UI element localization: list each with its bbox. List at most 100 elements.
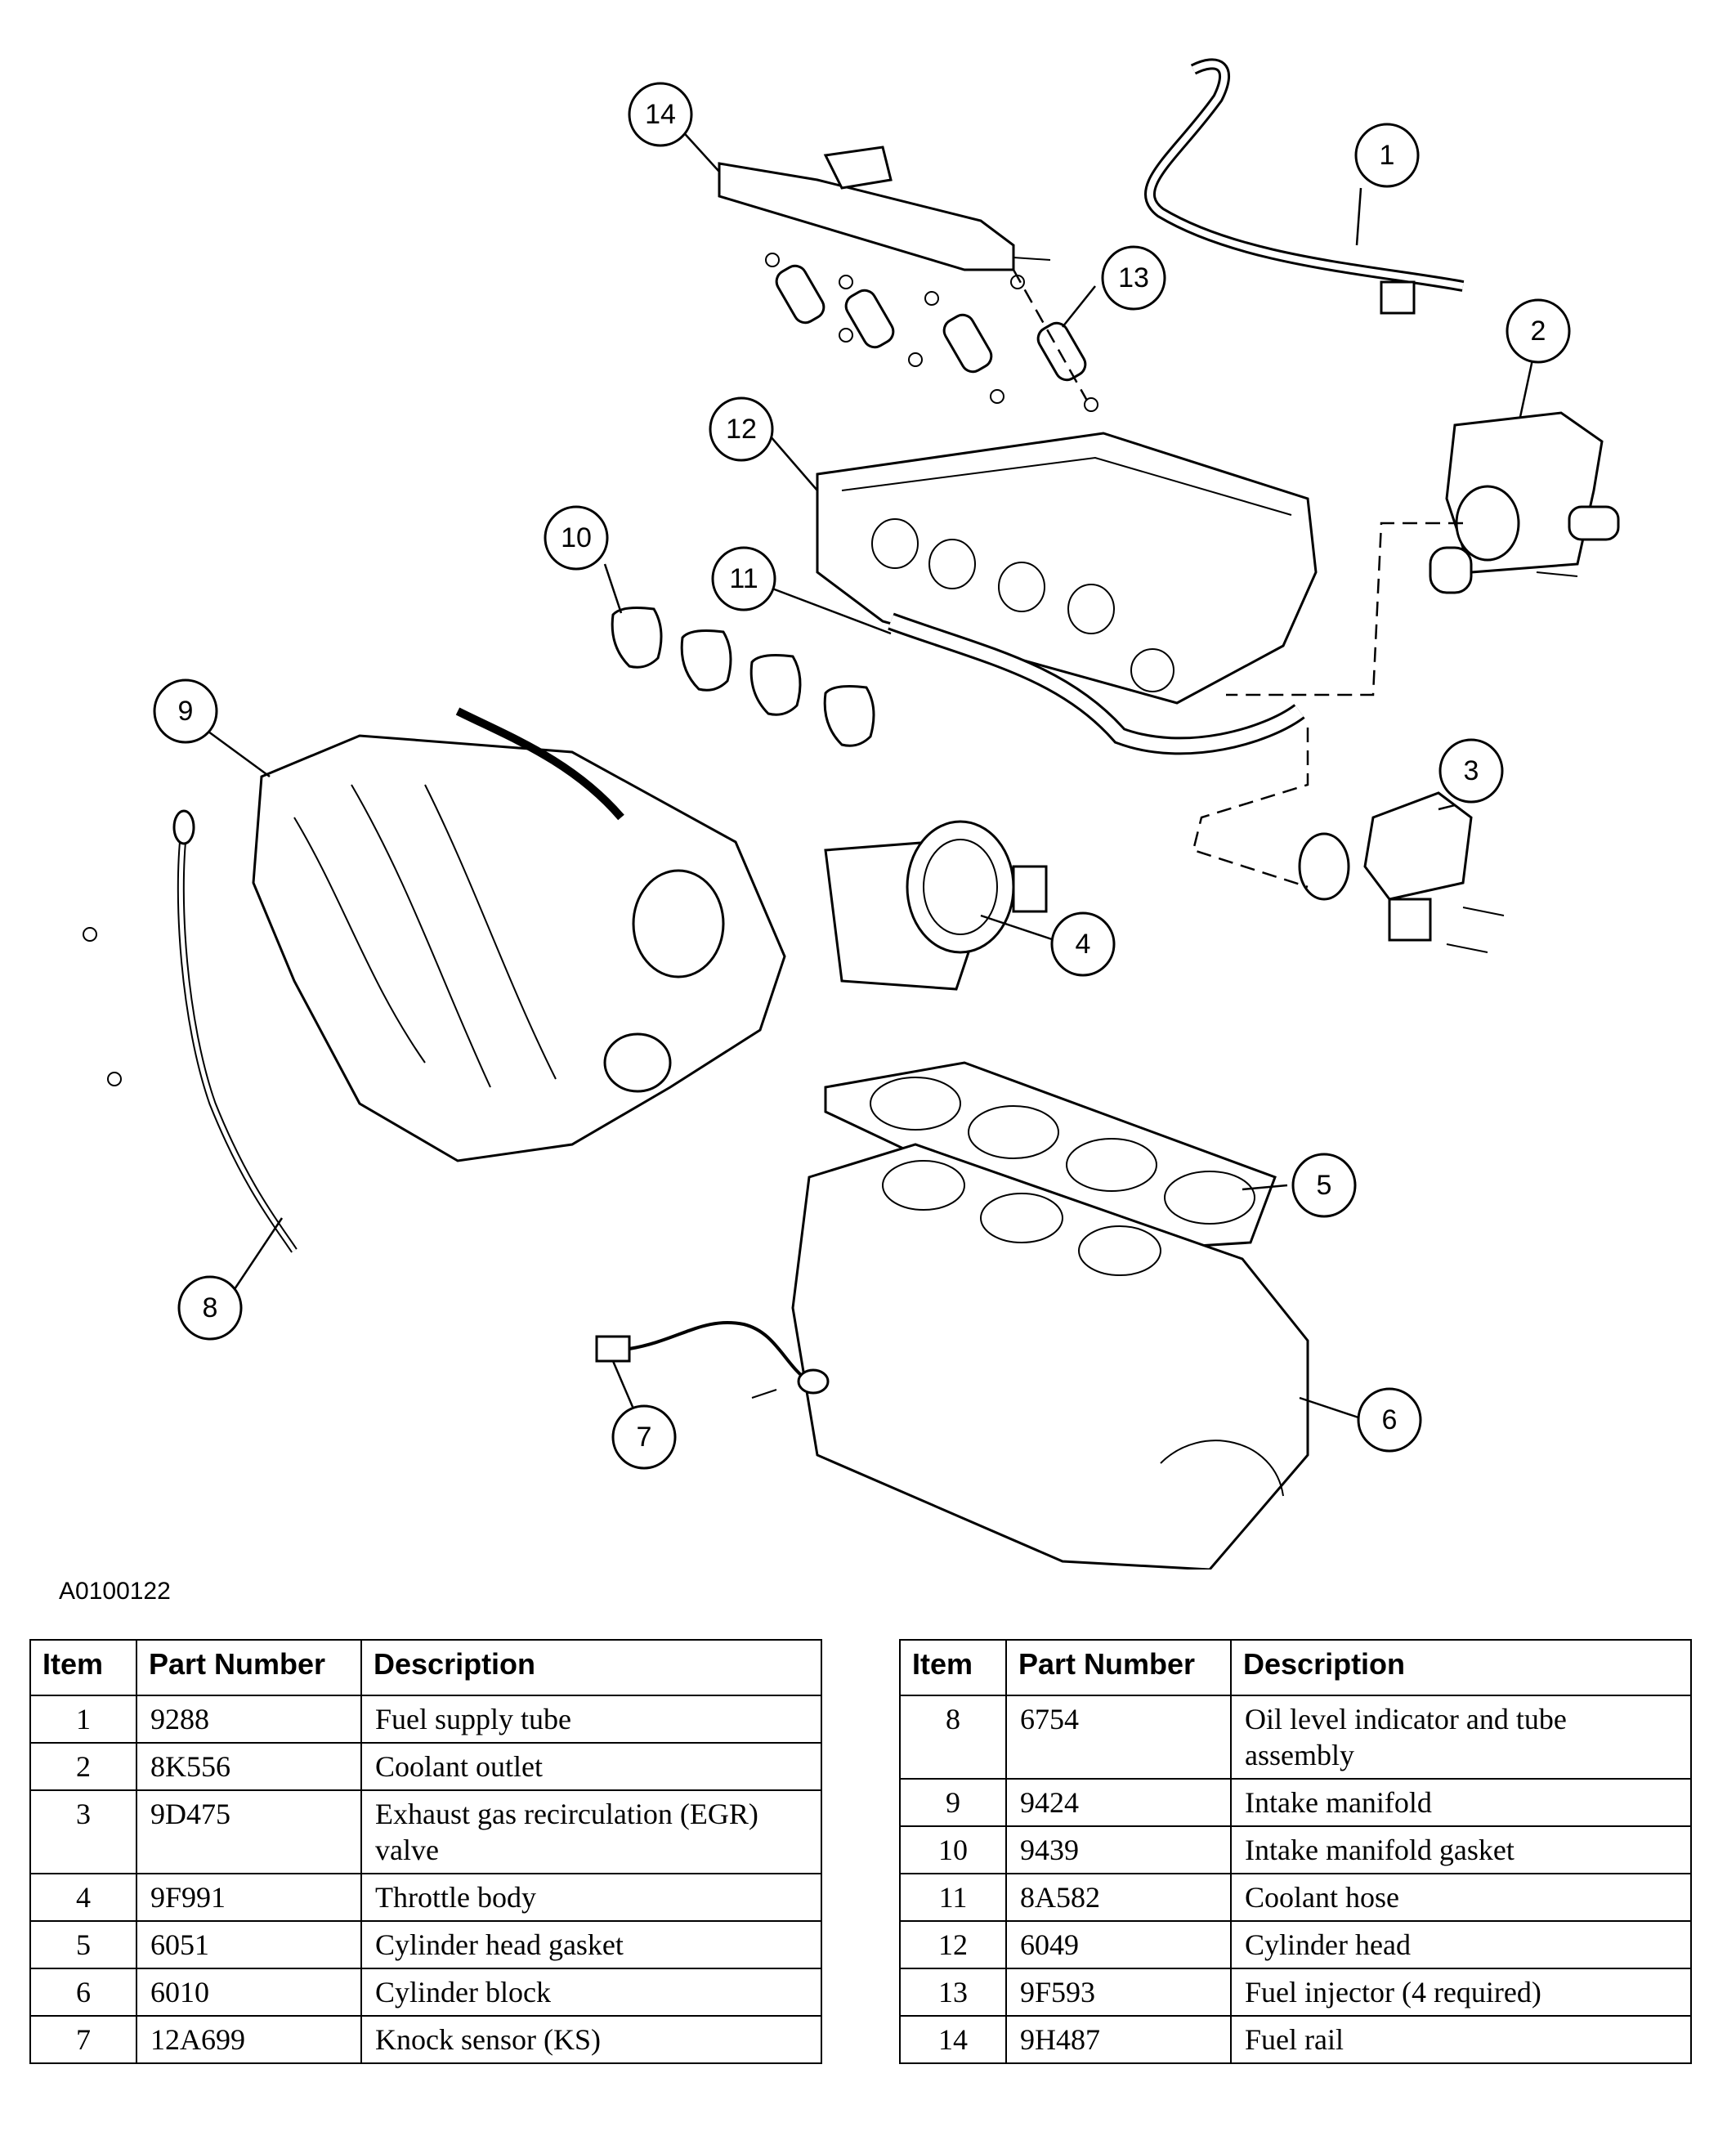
fuel-rail-drawing [718,146,1051,271]
cell-item: 14 [899,2015,1007,2064]
cell-description: Cylinder head [1230,1920,1692,1969]
cell-part-number: 9288 [136,1695,362,1744]
svg-text:10: 10 [561,522,592,553]
cell-item: 10 [899,1825,1007,1874]
cylinder-head-gasket-drawing [824,1061,1277,1252]
figure-id: A0100122 [59,1578,171,1605]
callout-8: 8 [177,1275,243,1341]
cell-description: Coolant outlet [360,1742,822,1791]
cell-description: Knock sensor (KS) [360,2015,822,2064]
cell-item: 13 [899,1968,1007,2017]
cell-item: 11 [899,1873,1007,1922]
cell-description: Intake manifold gasket [1230,1825,1692,1874]
cell-part-number: 6010 [136,1968,362,2017]
cell-item: 5 [29,1920,137,1969]
cell-part-number: 9F593 [1005,1968,1232,2017]
header-item: Item [899,1639,1007,1696]
table-header-row: Item Part Number Description [29,1639,822,1696]
callout-6: 6 [1357,1387,1422,1453]
cell-description: Fuel supply tube [360,1695,822,1744]
cell-part-number: 8A582 [1005,1873,1232,1922]
callout-7: 7 [611,1404,677,1470]
leader-lines [208,126,1534,1420]
cell-item: 2 [29,1742,137,1791]
intake-manifold-gaskets-drawing [611,607,875,747]
fuel-injectors-drawing [765,253,1098,412]
svg-text:13: 13 [1118,262,1149,293]
svg-text:3: 3 [1464,755,1479,786]
svg-text:7: 7 [637,1422,652,1453]
cell-description: Coolant hose [1230,1873,1692,1922]
callout-3: 3 [1438,738,1504,804]
cell-part-number: 9D475 [136,1789,362,1874]
cell-description: Fuel rail [1230,2015,1692,2064]
callout-14: 14 [628,82,693,147]
cell-item: 8 [899,1695,1007,1780]
cell-description: Throttle body [360,1873,822,1922]
table-header-row: Item Part Number Description [899,1639,1692,1696]
cell-part-number: 6754 [1005,1695,1232,1780]
svg-text:11: 11 [729,563,758,594]
cell-item: 7 [29,2015,137,2064]
header-part-number: Part Number [1005,1639,1232,1696]
callout-5: 5 [1291,1153,1357,1218]
intake-manifold-drawing [252,707,786,1162]
exploded-engine-diagram: 1 2 3 4 5 6 7 8 9 10 11 12 13 14 [83,58,1620,1570]
cell-description: Exhaust gas recirculation (EGR) valve [360,1789,822,1874]
cell-part-number: 6051 [136,1920,362,1969]
cell-item: 9 [899,1778,1007,1827]
cell-item: 3 [29,1789,137,1874]
coolant-hose-drawing [888,612,1305,755]
header-description: Description [360,1639,822,1696]
callout-2: 2 [1506,298,1571,364]
callout-10: 10 [544,505,609,571]
svg-text:2: 2 [1531,316,1546,347]
egr-valve-drawing [1298,791,1505,953]
cell-description: Fuel injector (4 required) [1230,1968,1692,2017]
cell-description: Oil level indicator and tube assembly [1230,1695,1692,1780]
oil-level-indicator-drawing [83,809,298,1253]
svg-text:9: 9 [178,696,194,727]
callout-13: 13 [1101,245,1166,311]
svg-text:4: 4 [1076,929,1091,960]
cell-description: Cylinder block [360,1968,822,2017]
cell-part-number: 9424 [1005,1778,1232,1827]
cylinder-head-drawing [816,432,1318,705]
callout-1: 1 [1354,123,1420,188]
svg-text:14: 14 [645,99,676,130]
svg-text:12: 12 [726,414,757,445]
cell-item: 4 [29,1873,137,1922]
cell-part-number: 12A699 [136,2015,362,2064]
header-description: Description [1230,1639,1692,1696]
svg-text:1: 1 [1380,140,1395,171]
knock-sensor-drawing [595,1321,830,1399]
cell-part-number: 9F991 [136,1873,362,1922]
svg-text:8: 8 [203,1292,218,1323]
cell-description: Intake manifold [1230,1778,1692,1827]
callout-9: 9 [153,678,218,744]
coolant-outlet-drawing [1429,411,1620,594]
callout-11: 11 [711,546,776,611]
cell-description: Cylinder head gasket [360,1920,822,1969]
callout-4: 4 [1050,911,1116,977]
cell-part-number: 8K556 [136,1742,362,1791]
callout-12: 12 [709,396,774,462]
cell-item: 1 [29,1695,137,1744]
cell-part-number: 9H487 [1005,2015,1232,2064]
header-part-number: Part Number [136,1639,362,1696]
cell-item: 6 [29,1968,137,2017]
